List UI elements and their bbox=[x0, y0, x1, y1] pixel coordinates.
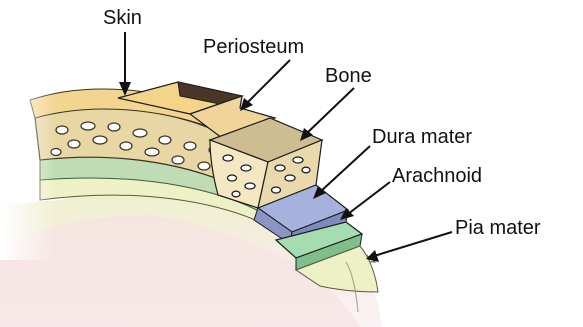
label-bone: Bone bbox=[325, 65, 372, 87]
arrow-pia-mater bbox=[374, 232, 452, 256]
label-arachnoid: Arachnoid bbox=[392, 165, 482, 187]
arrow-arachnoid bbox=[348, 182, 390, 214]
arrow-periosteum bbox=[246, 60, 290, 104]
arrow-bone bbox=[306, 88, 354, 134]
arrow-dura-mater bbox=[320, 146, 370, 192]
label-periosteum: Periosteum bbox=[203, 36, 304, 58]
label-skin: Skin bbox=[103, 7, 142, 29]
label-dura-mater: Dura mater bbox=[372, 126, 472, 148]
label-pia-mater: Pia mater bbox=[455, 217, 541, 239]
